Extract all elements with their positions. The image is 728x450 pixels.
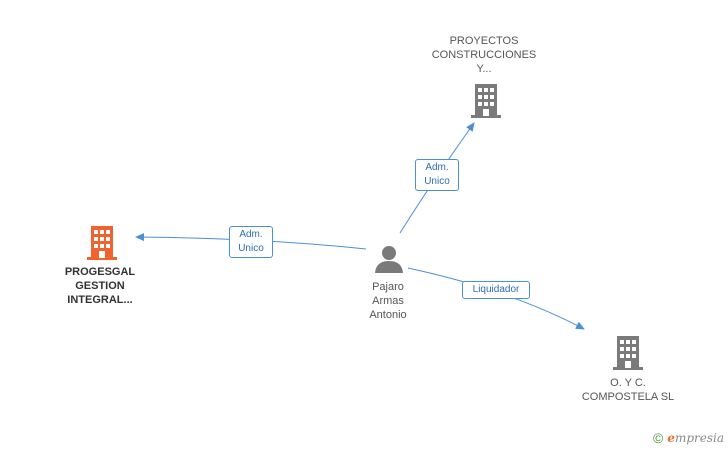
person-icon[interactable] (374, 244, 404, 274)
building-icon[interactable] (471, 84, 501, 118)
edge-label-liquidador: Liquidador (462, 281, 530, 299)
copyright-icon: © (652, 430, 664, 446)
edge-label-adm-unico: Adm. Unico (229, 226, 273, 258)
building-icon[interactable] (613, 336, 643, 370)
person-label[interactable]: Pajaro Armas Antonio (369, 281, 407, 321)
company-right-label[interactable]: O. Y C. COMPOSTELA SL (581, 377, 675, 403)
edge-label-adm-unico: Adm. Unico (415, 159, 459, 191)
company-main-label[interactable]: PROGESGAL GESTION INTEGRAL... (64, 266, 136, 306)
building-icon[interactable] (87, 226, 117, 260)
company-top-label[interactable]: PROYECTOS CONSTRUCCIONES Y... (431, 35, 537, 75)
